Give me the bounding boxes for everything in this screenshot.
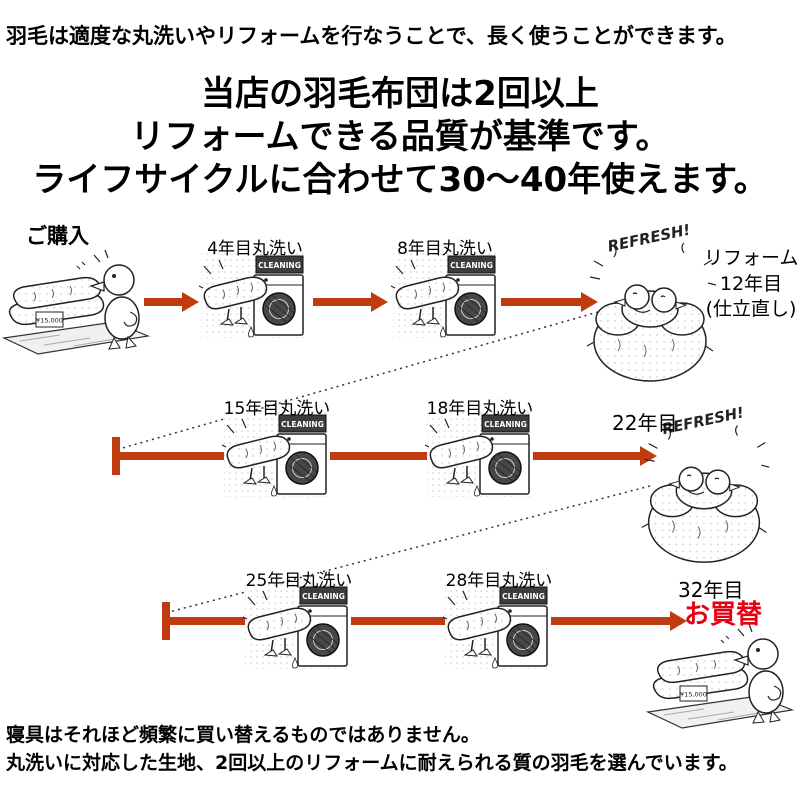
footer-line-2: 丸洗いに対応した生地、2回以上のリフォームに耐えられる質の羽毛を選んでいます。 [6,752,738,774]
reform-label-line2: 12年目 [719,272,783,295]
year-label-32: 32年目 [678,578,744,602]
arrow-row1-seg1 [144,298,182,306]
step-label-year8: 8年目丸洗い [397,239,493,259]
reform-label-line3: (仕立直し) [705,298,797,321]
purchase-label: ご購入 [26,224,89,248]
washing-machine-illustration-year18 [425,411,535,514]
footer-line-1: 寝具はそれほど頻繁に買い替えるものではありません。 [6,724,480,746]
step-label-year4: 4年目丸洗い [207,239,303,259]
refresh-duck-illustration-year12 [584,212,716,394]
washing-machine-illustration-year4 [199,252,309,355]
reform-label-block: リフォーム 12年目 (仕立直し) [704,246,798,323]
headline-line-2: リフォームできる品質が基準です。 [130,117,670,157]
step-label-year18: 18年目丸洗い [426,399,534,419]
washing-machine-illustration-year8 [391,252,501,355]
purchase-duck-futon-illustration [2,242,152,360]
washing-machine-illustration-year25 [243,583,353,686]
arrow-row1-seg3 [501,298,581,306]
arrow-row1-seg2 [313,298,371,306]
headline-line-3: ライフサイクルに合わせて30〜40年使えます。 [32,160,768,200]
repurchase-duck-futon-illustration [646,616,796,734]
washing-machine-illustration-year28 [443,583,553,686]
arrow-row3 [162,617,670,625]
step-label-year25: 25年目丸洗い [245,571,353,591]
arrow-row2 [112,452,640,460]
washing-machine-illustration-year15 [222,411,332,514]
step-label-year15: 15年目丸洗い [223,399,331,419]
headline-line-1: 当店の羽毛布団は2回以上 [201,74,599,114]
intro-text: 羽毛は適度な丸洗いやリフォームを行なうことで、長く使うことができます。 [6,24,737,48]
step-label-year28: 28年目丸洗い [445,571,553,591]
repurchase-label: お買替 [684,600,763,630]
reform-label-line1: リフォーム [704,247,799,269]
year-label-22: 22年目 [612,411,678,435]
